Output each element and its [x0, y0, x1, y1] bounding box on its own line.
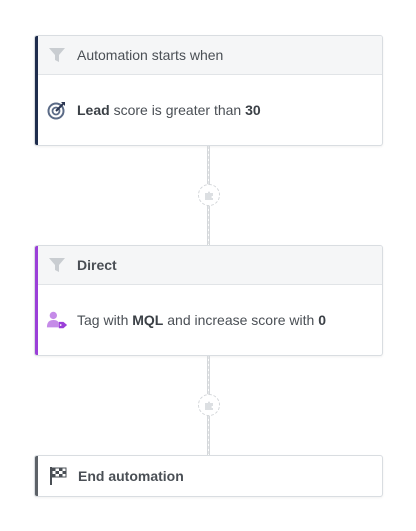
- add-step-button[interactable]: [198, 184, 220, 206]
- condition-text: Lead score is greater than 30: [77, 102, 261, 118]
- score-value: 0: [318, 312, 327, 328]
- condition-value: 30: [245, 102, 261, 118]
- action-card-title: Direct: [77, 257, 117, 273]
- trigger-card[interactable]: Automation starts when Lead score is gre…: [34, 35, 383, 146]
- action-accent: [35, 246, 38, 355]
- filter-icon: [47, 255, 67, 275]
- trigger-card-title: Automation starts when: [77, 47, 224, 63]
- condition-operator: score is greater than: [109, 102, 246, 118]
- action-prefix: Tag with: [77, 312, 133, 328]
- add-step-button[interactable]: [198, 394, 220, 416]
- end-automation-title: End automation: [78, 468, 184, 484]
- filter-icon: [47, 45, 67, 65]
- trigger-condition[interactable]: Lead score is greater than 30: [35, 75, 382, 145]
- end-automation-card[interactable]: End automation: [34, 455, 383, 497]
- action-text: Tag with MQL and increase score with 0: [77, 312, 326, 328]
- action-middle: and increase score with: [163, 312, 319, 328]
- end-accent: [35, 456, 38, 496]
- puzzle-icon: [205, 191, 213, 200]
- target-icon: [46, 99, 68, 121]
- puzzle-icon: [205, 401, 213, 410]
- trigger-accent: [35, 36, 38, 145]
- tag-name: MQL: [132, 312, 164, 328]
- action-description[interactable]: Tag with MQL and increase score with 0: [35, 285, 382, 355]
- trigger-card-header[interactable]: Automation starts when: [35, 36, 382, 75]
- condition-entity: Lead: [77, 102, 110, 118]
- action-card-header[interactable]: Direct: [35, 246, 382, 285]
- checkered-flag-icon: [47, 465, 69, 487]
- user-tag-icon: [46, 309, 68, 331]
- action-card[interactable]: Direct Tag with MQL and increase score w…: [34, 245, 383, 356]
